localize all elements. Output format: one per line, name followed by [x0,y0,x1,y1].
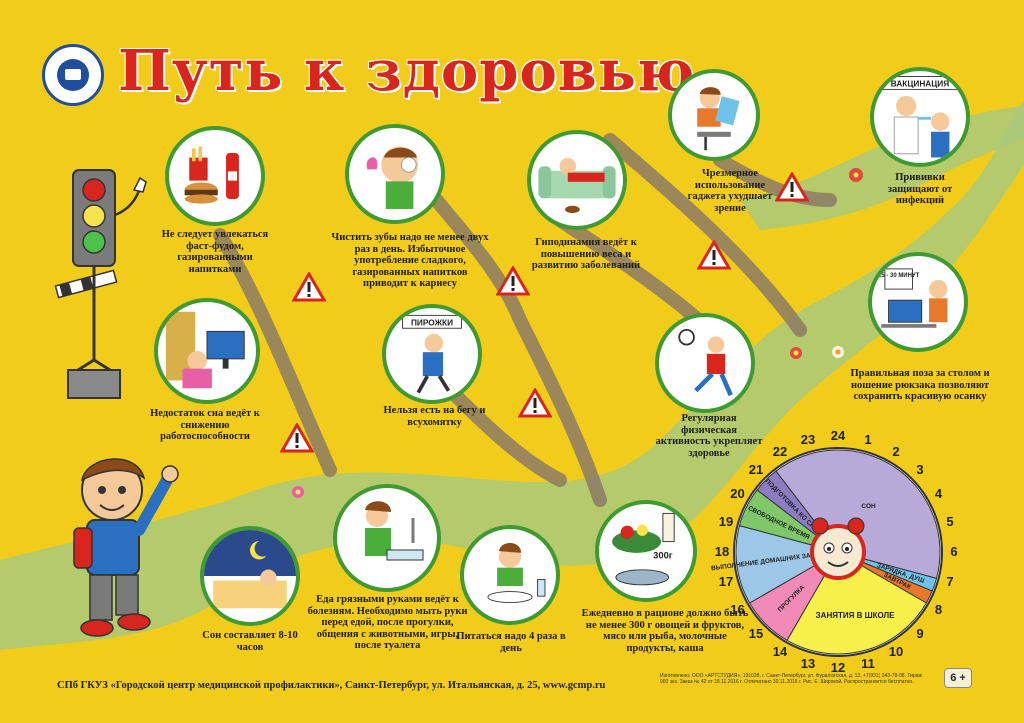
diet-image: 300г [595,500,697,602]
warning-icon [292,272,326,302]
clock-hour-18: 18 [714,544,730,559]
clock-hour-3: 3 [916,461,924,477]
caption-meals: Питаться надо 4 раза в день [456,631,566,654]
gadget-image [668,69,760,161]
boy-mascot [73,458,179,637]
caption-posture: Правильная поза за столом и ношение рюкз… [850,368,990,402]
caption-sleep: Сон составляет 8-10 часов [202,630,298,653]
flowers [292,168,863,498]
clock-segment-homework [735,524,840,604]
book-icon [65,69,81,80]
clock-hour-22: 22 [772,443,788,459]
clock-hour-10: 10 [888,644,904,660]
caption-teeth: Чистить зубы надо не менее двух раз в де… [331,232,489,289]
green-path [0,100,1024,650]
warning-icon [697,240,731,270]
warning-icon [496,266,530,296]
clock-hour-8: 8 [934,602,943,617]
clock-hour-20: 20 [730,486,745,501]
road-2 [413,173,607,507]
diet-weight: 300г [653,550,673,561]
clock-hour-9: 9 [916,626,924,642]
clock-hour-5: 5 [946,513,954,529]
caption-activity: Регулярная физическая активность укрепля… [655,413,763,459]
sleep-image [200,526,300,626]
clock-hour-11: 11 [861,656,875,672]
posture-image: 15 - 30 МИНУТ [868,252,968,352]
vaccination-sign: ВАКЦИНАЦИЯ [891,80,949,89]
clock-hour-24: 24 [830,428,846,443]
logo [42,44,104,106]
age-rating-badge: 6 + [944,668,972,688]
clock-hour-14: 14 [772,644,788,660]
caption-hands: Еда грязными руками ведёт к болезням. Не… [307,594,468,651]
road-1 [213,228,337,477]
caption-gadget: Чрезмерное использование гаджета ухудшае… [687,168,773,214]
clock-hour-13: 13 [800,656,816,672]
clock-segment-school [786,551,928,655]
caption-fastfood: Не следует увлекаться фаст-фудом, газиро… [161,229,269,275]
clock-label-sleep: СОН [861,503,876,510]
teeth-image [345,124,445,224]
clock-hour-23: 23 [800,431,816,447]
clock-label-school: ЗАНЯТИЯ В ШКОЛЕ [816,611,895,620]
fastfood-image [165,126,265,226]
activity-image [655,313,755,413]
clock-hour-12: 12 [830,660,846,675]
clock-hour-1: 1 [864,431,872,447]
warning-icon [518,388,552,418]
caption-vaccination: Прививки защищают от инфекций [887,172,953,206]
vaccination-image: ВАКЦИНАЦИЯ [870,67,970,167]
alarm-clock-character [810,517,866,580]
pirozhki-sign: ПИРОЖКИ [411,318,453,327]
page-title: Путь к здоровью [118,38,696,104]
clock-hour-7: 7 [946,574,954,590]
clock-hour-15: 15 [748,626,764,642]
clock-hour-17: 17 [718,574,734,590]
footer-organization: СПб ГКУЗ «Городской центр медицинской пр… [57,680,606,691]
road-5 [603,133,807,337]
clock-hour-19: 19 [718,513,734,529]
warning-icon [775,172,809,202]
clock-hour-2: 2 [892,443,900,459]
clock-hour-16: 16 [730,602,745,617]
caption-sleep-lack: Недостаток сна ведёт к снижению работосп… [150,408,260,442]
caption-eating-run: Нельзя есть на бегу и всухомятку [383,405,486,428]
eating-run-image: ПИРОЖКИ [382,304,482,404]
clock-hour-4: 4 [934,486,943,501]
sleep-lack-image [154,298,260,404]
caption-hypodynamia: Гиподинамия ведёт к повышению веса и раз… [531,237,641,271]
clock-hour-6: 6 [950,544,958,559]
timer-sign: 15 - 30 МИНУТ [878,273,920,279]
caption-diet: Ежедневно в рационе должно быть не менее… [581,608,749,654]
imprint: Изготовлено: ООО «АРТСТУДИЯ», 191028, г.… [660,673,922,685]
hands-image [333,484,441,592]
traffic-light-mascot [54,169,147,399]
meals-image [460,525,560,625]
clock-segment-sleep [775,449,941,580]
clock-hour-21: 21 [748,461,764,477]
hypodynamia-image [527,130,627,230]
warning-icon [280,423,314,453]
